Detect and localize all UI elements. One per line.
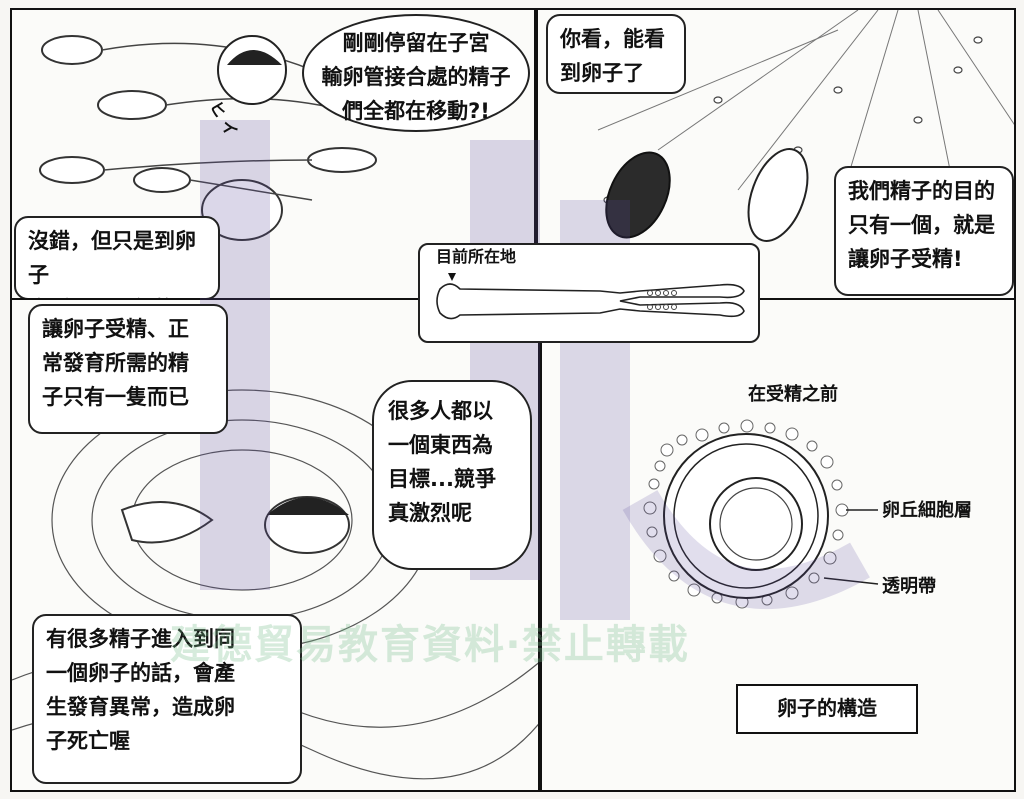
diagram-caption: 卵子的構造 <box>736 684 918 734</box>
speech-bubble-one-sperm: 讓卵子受精、正 常發育所需的精 子只有一隻而已 <box>28 304 228 434</box>
oviduct-map-icon <box>436 273 745 320</box>
speech-bubble-competition: 很多人都以 一個東西為 目標...競爭 真激烈呢 <box>372 380 532 570</box>
panel-3: 讓卵子受精、正 常發育所需的精 子只有一隻而已 很多人都以 一個東西為 目標..… <box>10 298 540 792</box>
sperm-crowd-illustration <box>31 35 377 271</box>
label-zona-pellucida: 透明帶 <box>882 576 936 597</box>
speech-bubble-question: 剛剛停留在子宮 輸卵管接合處的精子 們全都在移動?! <box>302 14 530 132</box>
watermark-text: 建德貿易教育資料‧禁止轉載 <box>170 622 690 668</box>
speech-bubble-purpose: 我們精子的目的 只有一個，就是 讓卵子受精! <box>834 166 1014 296</box>
panel-4: 在受精之前 卵丘細胞層 透明帶 卵子的構造 <box>540 298 1016 792</box>
location-minimap: 目前所在地 <box>418 243 760 343</box>
speech-bubble-abnormal: 有很多精子進入到同 一個卵子的話，會產 生發育異常，造成卵 子死亡喔 <box>32 614 302 784</box>
panel-1: 剛剛停留在子宮 輸卵管接合處的精子 們全都在移動?! 沒錯，但只是到卵子 附近可… <box>10 8 536 300</box>
speech-bubble-answer: 沒錯，但只是到卵子 附近可是不行的喔 <box>14 216 220 298</box>
label-cumulus-layer: 卵丘細胞層 <box>882 500 972 521</box>
diagram-heading: 在受精之前 <box>748 384 838 405</box>
egg-structure-diagram <box>643 419 879 609</box>
minimap-label: 目前所在地 <box>436 247 517 266</box>
speech-bubble-look: 你看，能看 到卵子了 <box>546 14 686 94</box>
